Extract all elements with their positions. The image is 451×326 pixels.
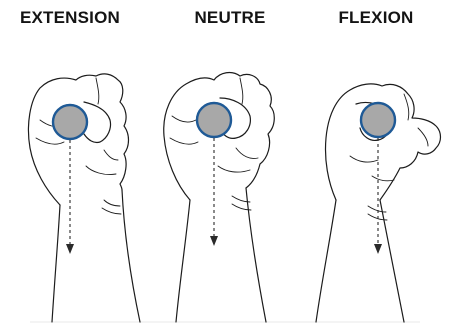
wrist-neutral-hand-icon (164, 73, 275, 322)
wrist-extension-hand-icon (28, 74, 140, 322)
ball-extension (53, 105, 87, 139)
wrist-flexion-hand-icon (316, 84, 441, 322)
ball-flexion (361, 103, 395, 137)
ball-neutral (197, 103, 231, 137)
